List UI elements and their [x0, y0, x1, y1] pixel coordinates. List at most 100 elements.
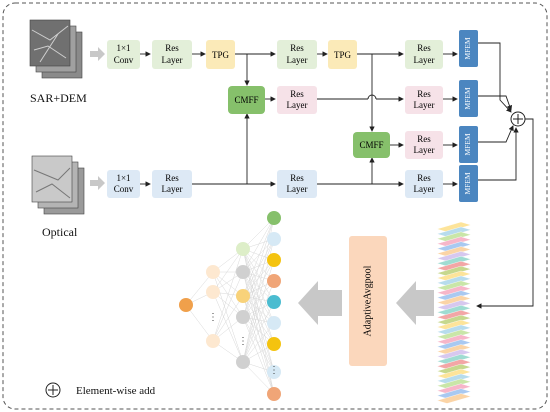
feature-slice: [436, 373, 472, 385]
svg-text:MFEM: MFEM: [463, 87, 472, 109]
network-edge: [242, 238, 275, 273]
svg-text:Res: Res: [417, 173, 431, 183]
connection-lines: [140, 42, 534, 309]
network-node: [267, 365, 281, 379]
feature-slice: [436, 334, 472, 345]
network-node: [267, 295, 281, 309]
network-node: [267, 316, 281, 330]
svg-text:Layer: Layer: [414, 145, 435, 155]
svg-text:CMFF: CMFF: [234, 95, 258, 105]
network-edge: [242, 217, 275, 250]
pool-to-network-arrow: [298, 281, 342, 325]
feature-slice: [436, 378, 472, 390]
svg-text:Res: Res: [290, 89, 304, 99]
network-node: [267, 211, 281, 225]
feature-stack: [436, 221, 472, 404]
network-nodes: [179, 211, 281, 401]
network-edge: [242, 280, 275, 318]
feature-slice: [436, 300, 472, 311]
feature-slice: [436, 295, 472, 306]
conv-block-top: 1×1 Conv: [107, 40, 140, 69]
res-layer-bottom-2: Res Layer: [277, 170, 317, 198]
feature-slice: [436, 363, 472, 375]
feature-slice: [436, 256, 472, 267]
network-edge: [212, 295, 244, 342]
network-edge: [212, 271, 244, 363]
feature-slice: [436, 265, 472, 277]
network-edge: [212, 271, 244, 342]
network-node: [206, 285, 220, 299]
feature-slice: [436, 314, 472, 326]
conv-block-bottom: 1×1 Conv: [107, 170, 140, 198]
feature-slice: [436, 226, 472, 238]
res-layer-top-2: Res Layer: [277, 40, 317, 69]
network-edge: [242, 271, 275, 303]
feature-slice: [436, 270, 472, 282]
feature-slice: [436, 344, 472, 355]
feature-slice: [436, 275, 472, 287]
mfem-block-3: MFEM: [459, 126, 478, 163]
network-node: [236, 242, 250, 256]
res-layer-bottom-1: Res Layer: [152, 170, 192, 198]
network-edge: [242, 248, 275, 303]
network-node: [236, 310, 250, 324]
feature-slice: [436, 236, 472, 247]
feature-slice: [436, 358, 472, 370]
network-ellipses: ⋮ ⋮ ⋮: [208, 312, 279, 376]
svg-text:⋮: ⋮: [269, 365, 279, 376]
network-node: [267, 387, 281, 401]
svg-text:Conv: Conv: [114, 184, 134, 194]
network-node: [267, 232, 281, 246]
svg-text:Layer: Layer: [414, 184, 435, 194]
network-edge: [242, 217, 275, 297]
feature-slice: [436, 368, 472, 380]
feature-slice: [436, 221, 472, 233]
network-edge: [212, 248, 244, 342]
tpg-block-1: TPG: [206, 40, 235, 69]
mfem-block-1: MFEM: [459, 30, 478, 67]
svg-text:Layer: Layer: [287, 100, 308, 110]
network-node: [267, 274, 281, 288]
network-edge: [185, 304, 214, 342]
feature-slice: [436, 231, 472, 243]
svg-text:TPG: TPG: [334, 50, 352, 60]
network-node: [236, 289, 250, 303]
svg-text:AdaptiveAvgpool: AdaptiveAvgpool: [362, 265, 373, 336]
optical-image-stack: [31, 155, 85, 215]
adaptive-avgpool-block: AdaptiveAvgpool: [349, 236, 387, 366]
svg-text:Res: Res: [290, 173, 304, 183]
feature-slice: [436, 393, 472, 404]
feature-slice: [436, 329, 472, 341]
svg-text:Res: Res: [417, 134, 431, 144]
network-edge: [242, 316, 275, 395]
stack-to-pool-arrow: [396, 281, 434, 325]
network-edge: [242, 248, 275, 345]
network-edge: [212, 291, 244, 363]
network-edge: [242, 295, 275, 373]
svg-text:MFEM: MFEM: [463, 172, 472, 194]
res-layer-top-3: Res Layer: [405, 40, 443, 69]
element-wise-add-icon: [510, 111, 526, 127]
network-node: [206, 334, 220, 348]
svg-text:MFEM: MFEM: [463, 37, 472, 59]
svg-text:CMFF: CMFF: [359, 140, 383, 150]
optical-label: Optical: [42, 225, 78, 239]
feature-slice: [436, 388, 472, 399]
network-edges: [185, 217, 275, 395]
feature-slice: [436, 324, 472, 336]
cmff-block-1: CMFF: [228, 86, 265, 114]
feature-slice: [436, 290, 472, 301]
feature-slice: [436, 251, 472, 262]
svg-text:⋮: ⋮: [208, 312, 218, 323]
res-layer-top-1: Res Layer: [152, 40, 192, 69]
feature-slice: [436, 305, 472, 316]
svg-text:Layer: Layer: [287, 55, 308, 65]
network-edge: [242, 248, 275, 282]
tpg-block-2: TPG: [328, 40, 357, 69]
svg-text:Conv: Conv: [114, 55, 134, 65]
svg-text:Res: Res: [290, 43, 304, 53]
legend-add: Element-wise add: [45, 382, 156, 398]
network-node: [179, 298, 193, 312]
